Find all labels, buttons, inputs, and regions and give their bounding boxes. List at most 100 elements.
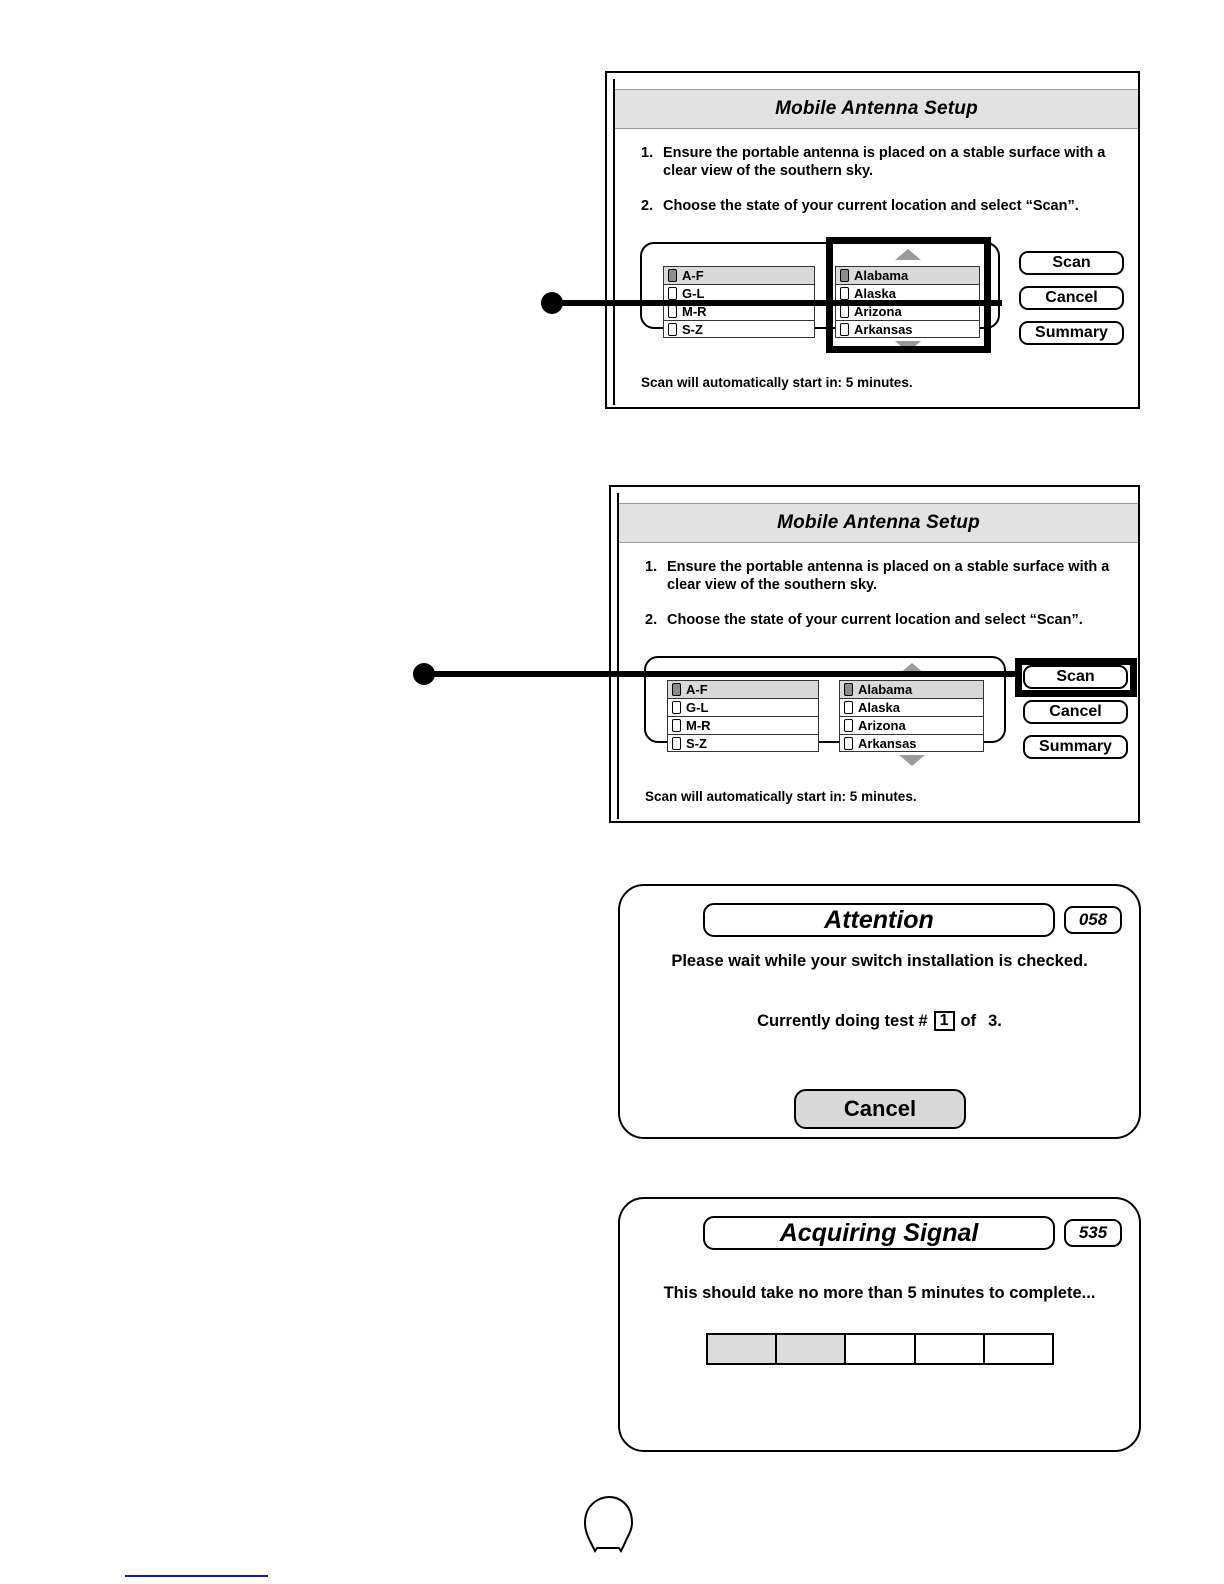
list-item[interactable]: Alabama — [839, 680, 984, 698]
footer-rule — [125, 1575, 268, 1577]
cancel-button[interactable]: Cancel — [794, 1089, 966, 1129]
list-item[interactable]: G-L — [667, 698, 819, 716]
summary-button[interactable]: Summary — [1019, 321, 1124, 345]
letter-range-list[interactable]: A-F G-L M-R S-Z — [663, 266, 815, 338]
radio-icon[interactable] — [668, 322, 677, 336]
list-item-label: Alaska — [854, 286, 896, 301]
test-prefix-label: Currently doing test # — [757, 1011, 928, 1030]
radio-icon[interactable] — [844, 701, 853, 714]
summary-button-label: Summary — [1039, 738, 1112, 755]
step-number: 2. — [645, 612, 658, 629]
list-item[interactable]: M-R — [667, 716, 819, 734]
progress-segment — [708, 1335, 778, 1363]
progress-segment — [915, 1335, 985, 1363]
state-list[interactable]: Alabama Alaska Arizona Arkansas — [839, 680, 984, 752]
list-item-label: A-F — [686, 682, 708, 697]
list-item-label: Arizona — [854, 304, 902, 319]
radio-icon[interactable] — [840, 287, 849, 300]
page-title: Mobile Antenna Setup — [775, 98, 978, 119]
letter-range-list[interactable]: A-F G-L M-R S-Z — [667, 680, 819, 752]
test-current-field: 1 — [933, 1011, 955, 1031]
state-list[interactable]: Alabama Alaska Arizona Arkansas — [835, 266, 980, 338]
step-number: 1. — [641, 145, 654, 161]
radio-icon[interactable] — [840, 322, 849, 336]
instruction-step: 2. Choose the state of your current loca… — [641, 198, 1120, 216]
cancel-button[interactable]: Cancel — [1019, 286, 1124, 310]
panel-inner-frame — [613, 79, 1136, 405]
summary-button[interactable]: Summary — [1023, 735, 1128, 759]
scan-button[interactable]: Scan — [1019, 251, 1124, 275]
list-item-label: Alabama — [854, 268, 909, 283]
list-item[interactable]: M-R — [663, 302, 815, 320]
progress-segment — [777, 1335, 847, 1363]
list-item[interactable]: S-Z — [663, 320, 815, 338]
list-item[interactable]: Arkansas — [835, 320, 980, 338]
list-item[interactable]: G-L — [663, 284, 815, 302]
list-item[interactable]: Alaska — [839, 698, 984, 716]
instruction-step: 1. Ensure the portable antenna is placed… — [641, 145, 1120, 180]
panel-action-buttons: Scan Cancel Summary — [1023, 665, 1128, 759]
panel-inner-frame — [617, 493, 1136, 819]
list-item[interactable]: A-F — [667, 680, 819, 698]
cancel-button-label: Cancel — [1045, 289, 1098, 306]
radio-icon[interactable] — [668, 305, 677, 318]
callout-leader-line — [424, 671, 1018, 677]
progress-segment — [984, 1335, 1053, 1363]
dialog-acquiring-signal: Acquiring Signal 535 This should take no… — [618, 1197, 1141, 1452]
radio-icon[interactable] — [668, 269, 677, 282]
page-corner-mark-icon — [583, 1495, 634, 1553]
panel-mobile-antenna-setup-1: Mobile Antenna Setup 1. Ensure the porta… — [605, 71, 1140, 409]
triangle-down-icon[interactable] — [899, 755, 925, 766]
list-item[interactable]: S-Z — [667, 734, 819, 752]
dialog-message: Please wait while your switch installati… — [671, 952, 1088, 970]
list-item-label: Arkansas — [858, 735, 917, 751]
instruction-list: 1. Ensure the portable antenna is placed… — [645, 559, 1120, 646]
instruction-step: 1. Ensure the portable antenna is placed… — [645, 559, 1120, 594]
test-middle-label: of — [960, 1011, 977, 1030]
auto-start-footnote: Scan will automatically start in: 5 minu… — [641, 375, 913, 390]
radio-icon[interactable] — [844, 736, 853, 750]
list-item-label: Alaska — [858, 700, 900, 715]
radio-icon[interactable] — [668, 287, 677, 300]
list-item-label: G-L — [682, 286, 705, 301]
test-progress-row: Currently doing test # 1 of 3. — [620, 1011, 1139, 1031]
auto-start-footnote: Scan will automatically start in: 5 minu… — [645, 789, 917, 804]
list-item-label: Arkansas — [854, 321, 913, 337]
triangle-up-icon[interactable] — [899, 663, 925, 674]
list-item-label: M-R — [682, 304, 707, 319]
page-title: Mobile Antenna Setup — [777, 512, 980, 533]
scan-button-label: Scan — [1052, 254, 1091, 271]
list-item-label: S-Z — [686, 735, 707, 751]
radio-icon[interactable] — [672, 683, 681, 696]
cancel-button-label: Cancel — [843, 1096, 917, 1121]
triangle-up-icon[interactable] — [895, 249, 921, 260]
radio-icon[interactable] — [844, 683, 853, 696]
step-number: 1. — [645, 559, 658, 575]
dialog-code-label: 535 — [1078, 1223, 1108, 1242]
list-item[interactable]: Arizona — [839, 716, 984, 734]
radio-icon[interactable] — [840, 269, 849, 282]
instruction-list: 1. Ensure the portable antenna is placed… — [641, 145, 1120, 232]
scan-button[interactable]: Scan — [1023, 665, 1128, 689]
radio-icon[interactable] — [672, 736, 681, 750]
list-item[interactable]: Alabama — [835, 266, 980, 284]
list-item-label: A-F — [682, 268, 704, 283]
list-item[interactable]: Alaska — [835, 284, 980, 302]
cancel-button[interactable]: Cancel — [1023, 700, 1128, 724]
dialog-attention: Attention 058 Please wait while your swi… — [618, 884, 1141, 1139]
radio-icon[interactable] — [672, 701, 681, 714]
progress-segment — [846, 1335, 916, 1363]
list-item-label: Alabama — [858, 682, 913, 697]
step-number: 2. — [641, 198, 654, 215]
list-item-label: M-R — [686, 718, 711, 733]
panel-title-bar: Mobile Antenna Setup — [619, 503, 1138, 543]
dialog-code-badge: 058 — [1064, 906, 1122, 934]
radio-icon[interactable] — [672, 719, 681, 732]
list-item-label: G-L — [686, 700, 709, 715]
list-item[interactable]: A-F — [663, 266, 815, 284]
radio-icon[interactable] — [844, 719, 853, 732]
list-item[interactable]: Arkansas — [839, 734, 984, 752]
step-text: Choose the state of your current locatio… — [663, 198, 1079, 215]
dialog-title: Attention — [703, 903, 1055, 937]
emphasis-outline-scan-button — [1015, 658, 1137, 697]
